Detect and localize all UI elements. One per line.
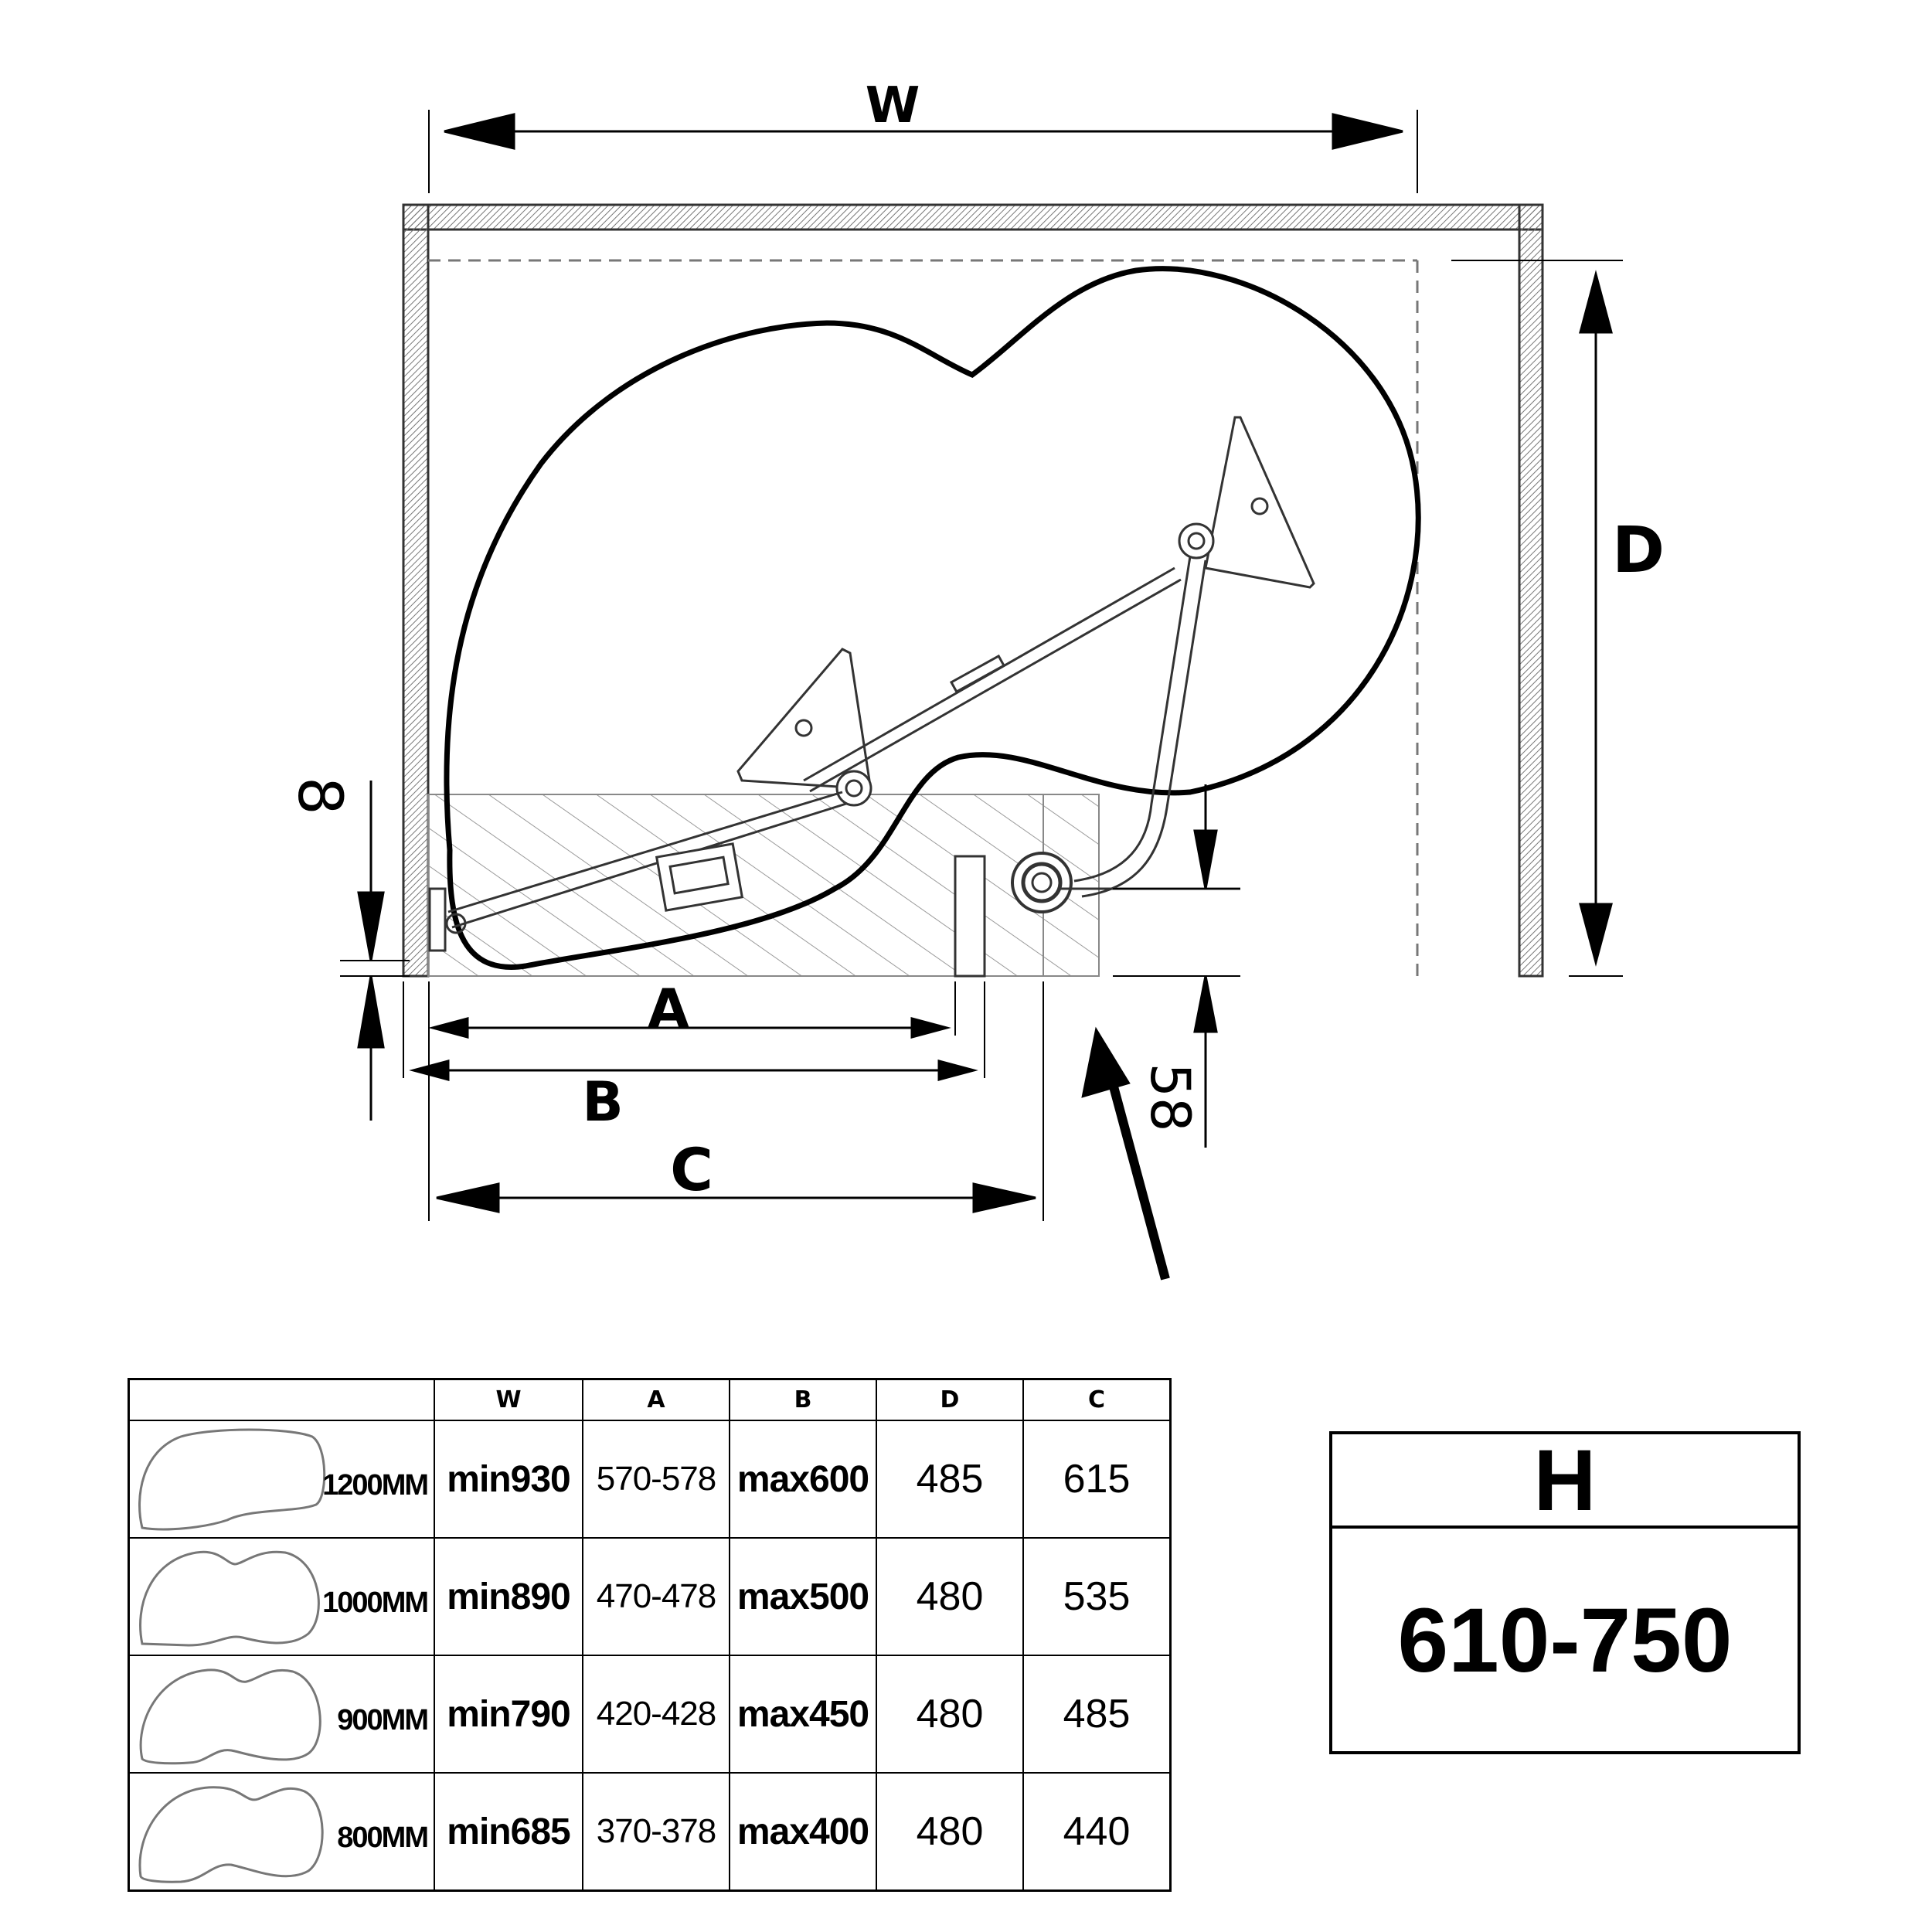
model-cell: 1200MM [128, 1420, 435, 1539]
label-d: D [1612, 514, 1665, 587]
shelf-shape-icon [138, 1786, 324, 1883]
spec-table: W A B D C 1200MM min930 570-578 max600 4… [128, 1378, 1172, 1892]
cell-b: max450 [729, 1655, 877, 1774]
header-c: C [1022, 1378, 1172, 1421]
cell-d: 485 [876, 1420, 1024, 1539]
model-cell: 1000MM [128, 1537, 435, 1656]
cell-c: 615 [1022, 1420, 1172, 1539]
dimension-a [428, 981, 956, 1039]
label-a: A [648, 978, 689, 1041]
model-label: 1000MM [322, 1587, 429, 1619]
cell-a: 570-578 [582, 1420, 730, 1539]
shelf-shape-icon [139, 1668, 321, 1765]
cell-w: min890 [434, 1537, 583, 1656]
label-58: 58 [1138, 1063, 1202, 1131]
header-a: A [582, 1378, 730, 1421]
cell-d: 480 [876, 1772, 1024, 1892]
dimension-d [1451, 260, 1623, 977]
dimension-w [428, 110, 1418, 193]
label-8: 8 [284, 777, 354, 815]
cell-w: min685 [434, 1772, 583, 1892]
cell-a: 370-378 [582, 1772, 730, 1892]
model-cell: 800MM [128, 1772, 435, 1892]
dimension-c [428, 981, 1044, 1221]
kidney-shelf-outline [444, 266, 1421, 970]
model-cell: 900MM [128, 1655, 435, 1774]
dimension-b [403, 981, 985, 1081]
cabinet-walls [402, 203, 1544, 978]
header-w: W [434, 1378, 583, 1421]
model-label: 800MM [337, 1821, 429, 1854]
cell-c: 440 [1022, 1772, 1172, 1892]
table-row: 900MM min790 420-428 max450 480 485 [128, 1655, 1172, 1774]
table-header-row: W A B D C [128, 1378, 1172, 1421]
inner-dashed-outline [428, 259, 1419, 976]
header-d: D [876, 1378, 1024, 1421]
cell-w: min790 [434, 1655, 583, 1774]
hatched-base-area [427, 794, 1100, 978]
height-title: H [1332, 1432, 1798, 1529]
cell-a: 470-478 [582, 1537, 730, 1656]
door-arrow [1081, 1026, 1170, 1281]
table-row: 800MM min685 370-378 max400 480 440 [128, 1772, 1172, 1892]
shelf-shape-icon [138, 1428, 326, 1531]
cell-b: max400 [729, 1772, 877, 1892]
cell-b: max500 [729, 1537, 877, 1656]
cell-c: 485 [1022, 1655, 1172, 1774]
model-label: 900MM [337, 1704, 429, 1736]
height-box: H 610-750 [1329, 1431, 1801, 1754]
model-label: 1200MM [322, 1469, 429, 1502]
dimension-58 [1113, 784, 1240, 1148]
cell-d: 480 [876, 1655, 1024, 1774]
table-row: 1200MM min930 570-578 max600 485 615 [128, 1420, 1172, 1539]
cell-c: 535 [1022, 1537, 1172, 1656]
shelf-shape-icon [139, 1550, 320, 1647]
header-b: B [729, 1378, 877, 1421]
cell-b: max600 [729, 1420, 877, 1539]
header-model [128, 1378, 435, 1421]
height-value: 610-750 [1397, 1590, 1733, 1692]
cell-d: 480 [876, 1537, 1024, 1656]
table-row: 1000MM min890 470-478 max500 480 535 [128, 1537, 1172, 1656]
label-c: C [670, 1135, 713, 1204]
cell-a: 420-428 [582, 1655, 730, 1774]
technical-drawing: W D 8 58 A B [284, 77, 1665, 1281]
label-w: W [866, 77, 920, 134]
mechanism [428, 416, 1315, 952]
dimension-8 [340, 781, 410, 1121]
label-b: B [582, 1070, 623, 1134]
cell-w: min930 [434, 1420, 583, 1539]
